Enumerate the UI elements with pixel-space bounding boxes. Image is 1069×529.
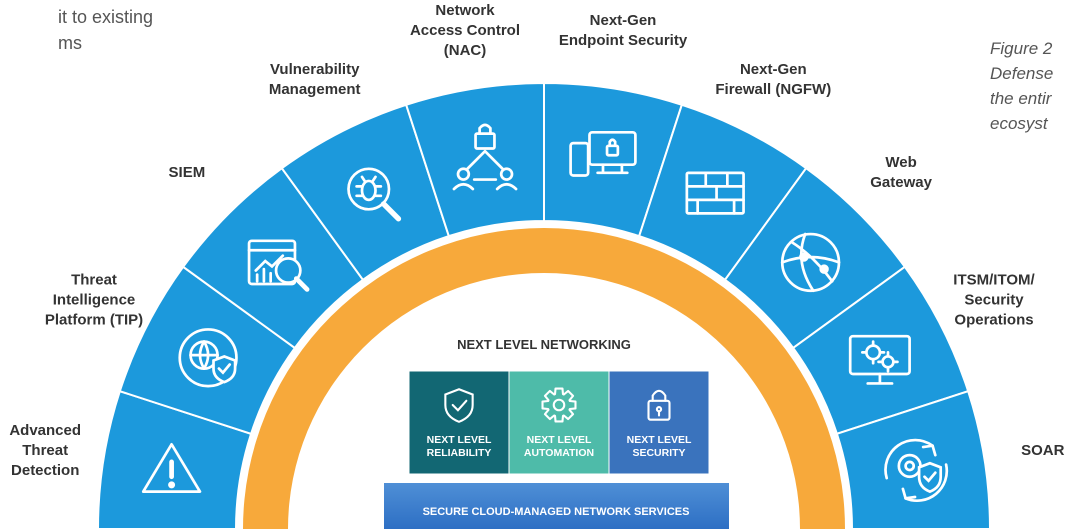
globe-network-icon	[780, 232, 841, 293]
padlock-icon	[647, 389, 671, 421]
integration-ring	[96, 81, 992, 529]
globe-shield-icon	[178, 328, 238, 388]
intro-line-1: it to existing	[58, 7, 154, 27]
segment-label-line: Platform (TIP)	[45, 312, 143, 329]
segment-label-line: Management	[269, 81, 361, 98]
core-block-security	[608, 370, 710, 475]
intro-line-2: ms	[58, 33, 82, 53]
ring-segment-soar	[835, 389, 992, 529]
bug-magnifier-icon	[347, 167, 402, 222]
segment-label-line: Threat	[22, 442, 68, 459]
core-stack: NEXT LEVEL NETWORKING SECURE CLOUD-MANAG…	[384, 337, 729, 529]
segment-label-line: Access Control	[410, 22, 520, 39]
segment-label-line: Security	[964, 292, 1024, 309]
lock-network-icon	[452, 123, 518, 191]
segment-label-line: Intelligence	[53, 292, 136, 309]
monitor-gears-icon	[848, 334, 911, 385]
core-block-line2: SECURITY	[632, 447, 685, 459]
core-base-label: SECURE CLOUD-MANAGED NETWORK SERVICES	[423, 506, 690, 518]
segment-label-line: Firewall (NGFW)	[715, 81, 831, 98]
chart-magnifier-icon	[247, 239, 310, 292]
figure-caption: Figure 2 Defense the entir ecosyst	[990, 36, 1053, 136]
segment-label-line: Advanced	[9, 422, 81, 439]
segment-label-line: Gateway	[870, 174, 932, 191]
core-block-line1: NEXT LEVEL	[427, 434, 492, 446]
segment-label-siem: SIEM	[169, 164, 206, 181]
segment-label-line: Next-Gen	[590, 12, 657, 29]
segment-label-line: Operations	[954, 312, 1033, 329]
segment-label-line: Endpoint Security	[559, 32, 688, 49]
protocol-arc-band	[243, 228, 845, 529]
segment-label-line: Next-Gen	[740, 61, 807, 78]
shield-check-icon	[444, 388, 474, 423]
segment-label-line: ITSM/ITOM/	[953, 272, 1035, 289]
caption-line-1: Figure 2	[990, 39, 1053, 58]
intro-text: it to existing ms	[58, 4, 153, 56]
core-block-line1: NEXT LEVEL	[527, 434, 592, 446]
segment-label-line: SIEM	[169, 164, 206, 181]
caption-line-3: the entir	[990, 89, 1052, 108]
devices-lock-icon	[569, 130, 637, 177]
core-block-line2: RELIABILITY	[427, 447, 492, 459]
segment-label-line: Network	[435, 2, 495, 19]
warning-triangle-icon	[141, 442, 202, 493]
gear-icon	[541, 387, 577, 423]
segment-label-line: Vulnerability	[270, 61, 360, 78]
segment-label-line: (NAC)	[444, 42, 487, 59]
caption-line-4: ecosyst	[990, 114, 1048, 133]
segment-label-line: Web	[885, 154, 916, 171]
core-block-line1: NEXT LEVEL	[627, 434, 692, 446]
gear-shield-cycle-icon	[884, 438, 949, 502]
core-block-line2: AUTOMATION	[524, 447, 594, 459]
caption-line-2: Defense	[990, 64, 1054, 83]
segment-label-line: Detection	[11, 462, 79, 479]
segment-label-line: Threat	[71, 272, 117, 289]
firewall-brick-icon	[685, 171, 745, 215]
core-base	[384, 483, 729, 529]
segment-label-line: SOAR	[1021, 442, 1065, 459]
core-title: NEXT LEVEL NETWORKING	[457, 337, 631, 352]
segment-label-soar: SOAR	[1021, 442, 1065, 459]
